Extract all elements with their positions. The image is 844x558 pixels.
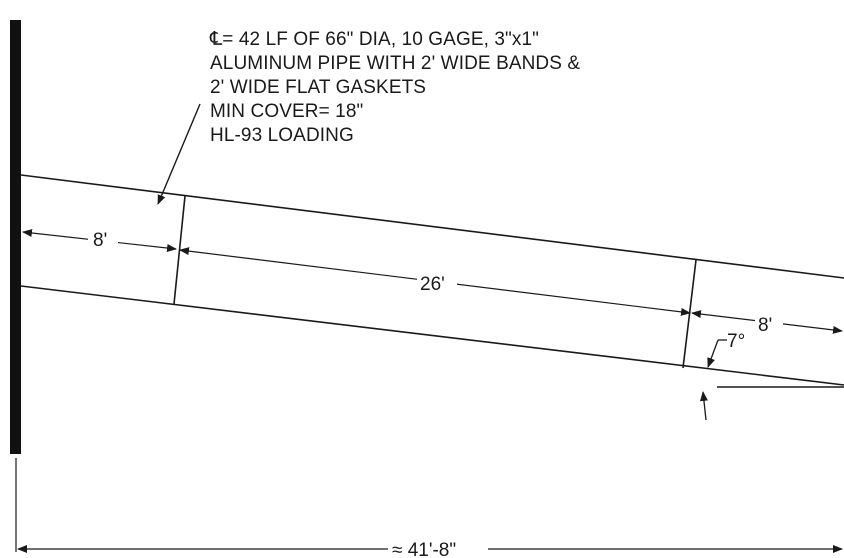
dim-label-left: 8' [93, 230, 107, 251]
dim-label-right: 8' [758, 315, 772, 336]
angle-arrow-upper [707, 339, 719, 368]
pipe-bottom-edge [20, 285, 844, 386]
dim-label-middle: 26' [420, 274, 445, 295]
headwall [10, 20, 21, 454]
note-line-3: 2' WIDE FLAT GASKETS [210, 77, 427, 98]
pipe-spec-note: ℄= 42 LF OF 66" DIA, 10 GAGE, 3"x1" ALUM… [210, 28, 730, 148]
note-line-1: ℄= 42 LF OF 66" DIA, 10 GAGE, 3"x1" [210, 29, 539, 50]
angle-arrow-lower [699, 391, 708, 421]
note-line-2: ALUMINUM PIPE WITH 2' WIDE BANDS & [210, 53, 581, 74]
pipe-joint-right [682, 259, 697, 369]
note-line-5: HL-93 LOADING [210, 125, 354, 146]
note-leader-arrow [157, 103, 201, 205]
pipe-top-edge [20, 174, 844, 279]
overall-dim-label: ≈ 41'-8" [392, 540, 456, 558]
note-line-4: MIN COVER= 18" [210, 101, 364, 122]
angle-label: 7° [727, 331, 745, 352]
